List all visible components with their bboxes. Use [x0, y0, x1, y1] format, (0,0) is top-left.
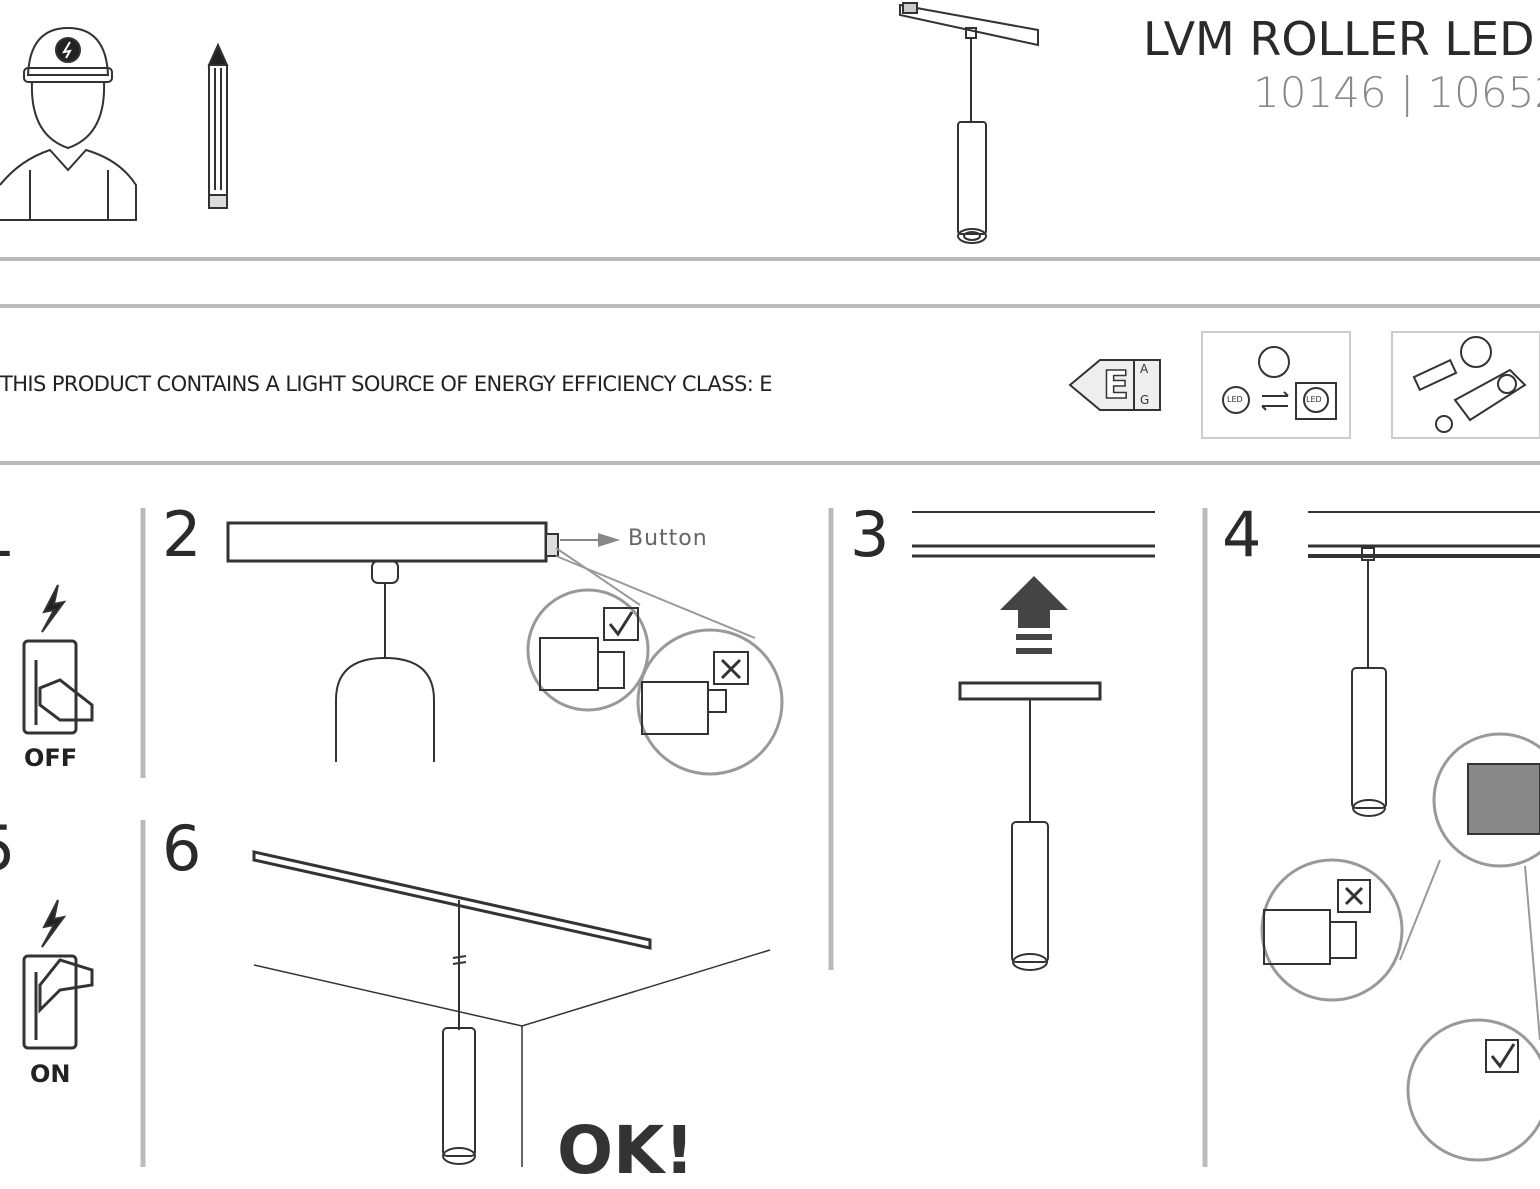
- pencil-icon: [207, 42, 229, 209]
- step-number: 3: [850, 498, 890, 571]
- button-callout: Button: [628, 526, 708, 551]
- product-pendant-illustration: [899, 2, 1039, 244]
- step4-mounted-fixture: [1260, 511, 1540, 1162]
- step-number: 6: [162, 812, 202, 885]
- step-number: 5: [0, 818, 15, 880]
- energy-class-statement: THIS PRODUCT CONTAINS A LIGHT SOURCE OF …: [0, 372, 773, 396]
- replaceable-led-icon: [1201, 331, 1351, 439]
- electrician-icon: [0, 26, 137, 221]
- step-number: 4: [1222, 498, 1262, 571]
- ok-result: OK!: [557, 1112, 695, 1189]
- energy-label-class: E: [1102, 362, 1129, 408]
- switch-off-icon: [22, 584, 94, 735]
- step3-insert-adapter: [912, 511, 1155, 971]
- switch-on-label: ON: [30, 1060, 71, 1088]
- led-icon-text: LED: [1306, 395, 1322, 404]
- product-title: LVM ROLLER LED: [1143, 12, 1535, 66]
- energy-label-scale-top: A: [1140, 362, 1149, 376]
- switch-off-label: OFF: [24, 744, 78, 772]
- product-codes: 10146 | 10652: [1253, 68, 1540, 117]
- step6-installed-scene: [252, 850, 771, 1167]
- led-icon-text: LED: [1227, 395, 1243, 404]
- switch-on-icon: [22, 899, 94, 1050]
- step2-track-adapter: [226, 521, 784, 776]
- replaceable-driver-icon: [1391, 331, 1540, 439]
- step-number: 1: [0, 504, 15, 566]
- energy-label-icon: [1068, 359, 1161, 411]
- step-number: 2: [162, 498, 202, 571]
- energy-label-scale-bottom: G: [1140, 393, 1150, 407]
